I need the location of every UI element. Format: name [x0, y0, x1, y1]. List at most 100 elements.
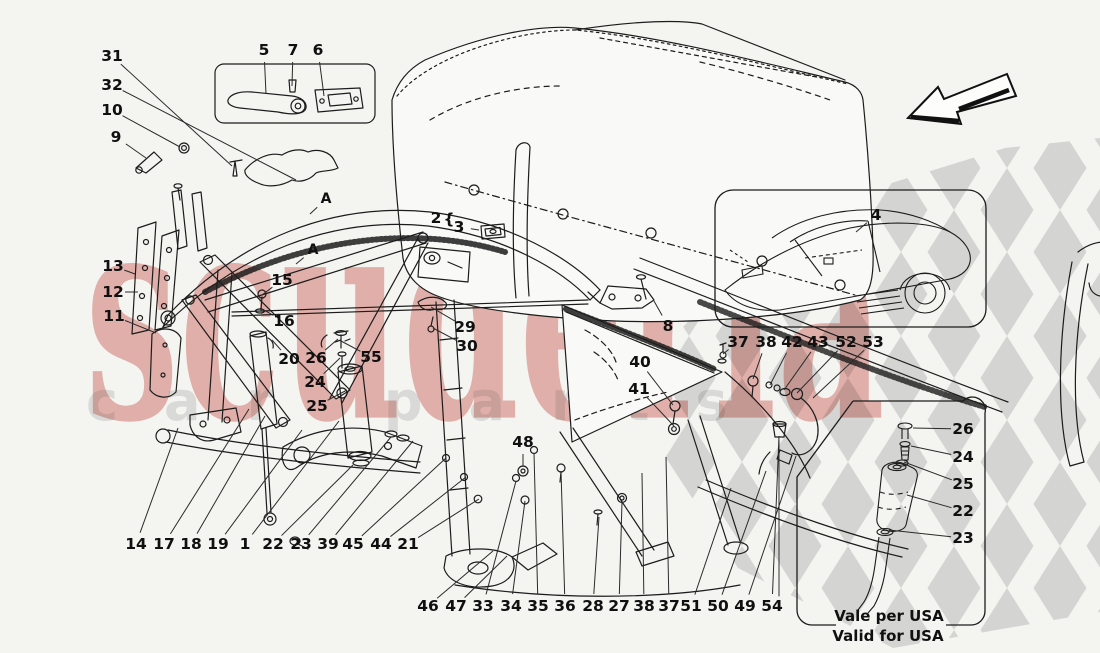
quarter-canvas — [561, 304, 723, 443]
callout-39: 39 — [317, 535, 339, 553]
callout-54-leader — [771, 435, 780, 595]
usa-note-line2: Valid for USA — [832, 627, 944, 645]
callout-37-leader — [722, 349, 729, 355]
callout-11-leader — [124, 320, 157, 334]
callout-4: 4 — [871, 206, 882, 224]
callout-36-leader — [560, 470, 566, 595]
callout-20-leader — [271, 339, 282, 351]
callout-22: 22 — [952, 502, 974, 520]
callout-22-leader — [906, 494, 952, 509]
callout-24: 24 — [304, 373, 326, 391]
callout-38: 38 — [755, 333, 777, 351]
callout-25-leader — [903, 461, 952, 481]
callout-32: 32 — [101, 76, 123, 94]
callout-41: 41 — [628, 380, 650, 398]
callout-50: 50 — [707, 597, 729, 615]
callout-50-leader — [721, 470, 767, 595]
callout-9-leader — [125, 143, 147, 159]
callout-42: 42 — [781, 333, 803, 351]
callout-16-leader — [259, 307, 274, 316]
callout-23-leader — [308, 436, 392, 536]
callout-25: 25 — [952, 475, 974, 493]
view-marker-A-leader — [295, 257, 305, 265]
callout-49: 49 — [734, 597, 756, 615]
callout-5-leader — [264, 61, 267, 95]
callout-5: 5 — [259, 41, 270, 59]
callout-1-leader — [251, 420, 340, 535]
callout-18-leader — [196, 415, 266, 534]
callout-29: 29 — [454, 318, 476, 336]
view-marker-A-leader — [309, 206, 318, 215]
front-header-rail — [160, 209, 601, 328]
callout-3: 3 — [454, 218, 465, 236]
callout-12: 12 — [102, 283, 124, 301]
callout-2: 2 — [431, 209, 442, 227]
callout-49-leader — [748, 455, 797, 595]
softtop-assembly-drawing — [131, 20, 1100, 597]
callout-9: 9 — [111, 128, 122, 146]
callout-37-leader — [665, 456, 670, 595]
direction-arrow-icon — [905, 72, 1018, 126]
callout-35: 35 — [527, 597, 549, 615]
callout-24-leader — [910, 445, 952, 456]
callout-44-leader — [390, 476, 467, 537]
plate-3-screw — [489, 228, 497, 235]
car-inset — [714, 189, 987, 328]
callout-7: 7 — [288, 41, 299, 59]
callout-21: 21 — [397, 535, 419, 553]
right-rails — [633, 241, 1100, 479]
callout-28-leader — [593, 516, 600, 595]
callout-13: 13 — [102, 257, 124, 275]
callout-53: 53 — [862, 333, 884, 351]
callout-27: 27 — [608, 597, 630, 615]
callout-38-leader — [752, 353, 763, 380]
plate-3 — [480, 223, 506, 240]
callout-47: 47 — [445, 597, 467, 615]
callout-21-leader — [417, 498, 480, 538]
callout-51-leader — [694, 487, 732, 595]
callout-3-leader — [470, 228, 480, 231]
damper-stack — [320, 330, 410, 467]
callout-37: 37 — [658, 597, 680, 615]
callout-31: 31 — [101, 47, 123, 65]
callout-10: 10 — [101, 101, 123, 119]
callout-8-leader — [653, 300, 663, 316]
usa-note-line1: Vale per USA — [834, 607, 944, 625]
callout-23: 23 — [952, 529, 974, 547]
callout-26-leader — [324, 338, 339, 351]
gas-strut — [249, 330, 309, 550]
callout-26-leader — [912, 427, 952, 430]
callout-40-leader — [646, 371, 674, 406]
callout-16: 16 — [273, 312, 295, 330]
callout-19: 19 — [207, 535, 229, 553]
callout-30-leader — [432, 327, 457, 341]
callout-43: 43 — [807, 333, 829, 351]
callout-51: 51 — [680, 597, 702, 615]
callout-33-leader — [485, 480, 517, 595]
lower-frame — [155, 299, 909, 597]
callout-45-leader — [361, 457, 447, 537]
callout-32-leader — [122, 90, 297, 181]
callout-45: 45 — [342, 535, 364, 553]
callout-54: 54 — [761, 597, 783, 615]
callout-40: 40 — [629, 353, 651, 371]
view-marker-A: A — [308, 242, 319, 258]
callout-38-leader — [641, 472, 645, 595]
callout-18: 18 — [180, 535, 202, 553]
callout-2-brace: { — [443, 210, 454, 228]
callout-31-leader — [120, 63, 233, 167]
callout-7-leader — [291, 61, 294, 87]
callout-14-leader — [139, 427, 179, 533]
callout-11: 11 — [103, 307, 125, 325]
callout-52-leader — [796, 350, 839, 394]
callout-28: 28 — [582, 597, 604, 615]
callout-43-leader — [783, 351, 812, 391]
callout-27-leader — [618, 501, 623, 595]
callout-17: 17 — [153, 535, 175, 553]
callout-55: 55 — [360, 348, 382, 366]
callout-38: 38 — [633, 597, 655, 615]
callout-48: 48 — [512, 433, 534, 451]
